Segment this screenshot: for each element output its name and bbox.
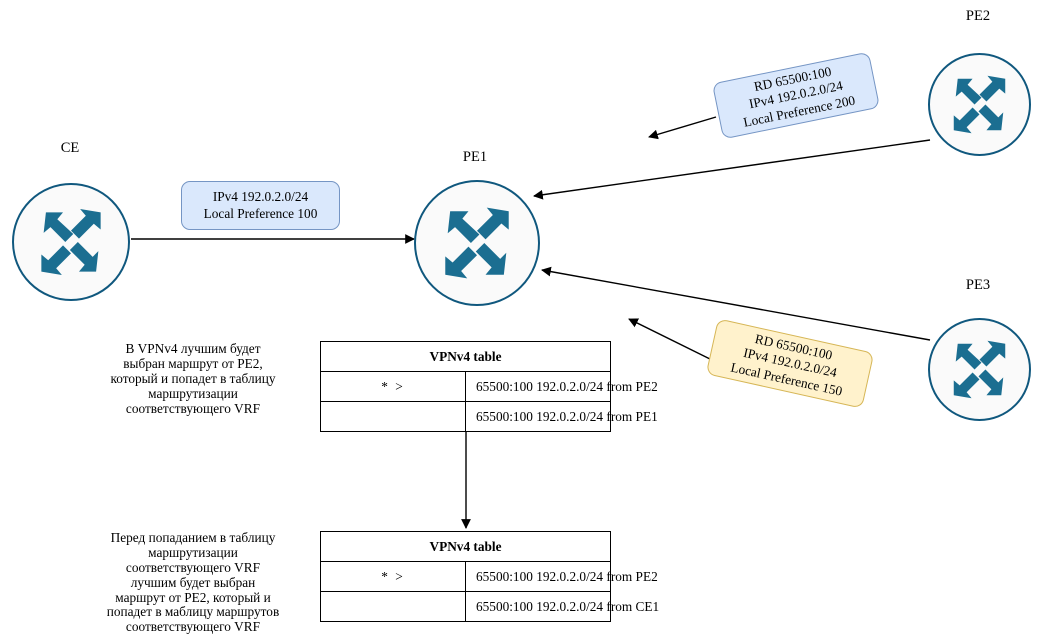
table-row: * > 65500:100 192.0.2.0/24 from PE2 xyxy=(320,371,658,402)
note-line: который и попадет в таблицу xyxy=(110,370,276,386)
router-arrows-icon xyxy=(953,340,1006,399)
table-header-row: VPNv4 table xyxy=(320,341,611,372)
route-entry: 65500:100 192.0.2.0/24 from PE2 xyxy=(465,371,658,402)
vpnv4-table-bottom: VPNv4 table * > 65500:100 192.0.2.0/24 f… xyxy=(320,531,659,622)
note-line: соответствующего VRF xyxy=(125,619,261,635)
node-label-pe1: PE1 xyxy=(462,149,488,165)
pointer-pe2-callout xyxy=(648,116,717,140)
route-flag: * > xyxy=(320,371,466,402)
note-line: маршрутизации xyxy=(148,544,238,560)
route-entry: 65500:100 192.0.2.0/24 from PE1 xyxy=(465,401,658,432)
note-line: маршрутизации xyxy=(148,385,238,401)
callout-pe3-advert: RD 65500:100 IPv4 192.0.2.0/24 Local Pre… xyxy=(705,318,875,409)
node-label-pe2: PE2 xyxy=(965,8,991,24)
router-pe3[interactable] xyxy=(928,318,1031,421)
note-line: соответствующего VRF xyxy=(125,400,261,416)
note-line: В VPNv4 лучшим будет xyxy=(125,341,261,356)
node-label-pe3: PE3 xyxy=(965,277,991,293)
vpnv4-table-top: VPNv4 table * > 65500:100 192.0.2.0/24 f… xyxy=(320,341,658,432)
route-entry: 65500:100 192.0.2.0/24 from CE1 xyxy=(465,591,659,622)
callout-line: Local Preference 100 xyxy=(203,205,318,221)
note-line: маршрут от PE2, который и xyxy=(115,589,271,605)
route-flag: * > xyxy=(320,561,466,592)
table-title: VPNv4 table xyxy=(320,341,611,372)
callout-pe2-advert: RD 65500:100 IPv4 192.0.2.0/24 Local Pre… xyxy=(711,51,881,140)
table-row: 65500:100 192.0.2.0/24 from PE1 xyxy=(320,401,658,432)
note-vpnv4-selection: В VPNv4 лучшим будет выбран маршрут от P… xyxy=(73,341,313,416)
callout-ce-advert: IPv4 192.0.2.0/24 Local Preference 100 xyxy=(181,181,340,230)
route-flag xyxy=(320,401,466,432)
note-line: попадет в маблицу маршрутов xyxy=(106,604,280,620)
router-arrows-icon xyxy=(445,207,509,279)
router-pe2[interactable] xyxy=(928,53,1031,156)
callout-line: IPv4 192.0.2.0/24 xyxy=(212,189,309,205)
route-flag xyxy=(320,591,466,622)
table-row: 65500:100 192.0.2.0/24 from CE1 xyxy=(320,591,659,622)
note-vrf-selection: Перед попаданием в таблицу маршрутизации… xyxy=(73,530,313,635)
router-arrows-icon xyxy=(953,75,1006,134)
route-entry: 65500:100 192.0.2.0/24 from PE2 xyxy=(465,561,658,592)
edge-pe2-to-pe1 xyxy=(533,139,931,200)
table-title: VPNv4 table xyxy=(320,531,611,562)
table-row: * > 65500:100 192.0.2.0/24 from PE2 xyxy=(320,561,658,592)
router-ce[interactable] xyxy=(12,183,130,301)
router-pe1[interactable] xyxy=(414,180,540,306)
node-label-ce: CE xyxy=(60,140,80,156)
note-line: лучшим будет выбран xyxy=(130,574,256,590)
note-line: Перед попаданием в таблицу xyxy=(110,530,276,545)
table-header-row: VPNv4 table xyxy=(320,531,611,562)
note-line: соответствующего VRF xyxy=(125,559,261,575)
pointer-pe3-callout xyxy=(628,318,713,361)
note-line: выбран маршрут от PE2, xyxy=(123,355,263,371)
router-arrows-icon xyxy=(41,208,101,276)
